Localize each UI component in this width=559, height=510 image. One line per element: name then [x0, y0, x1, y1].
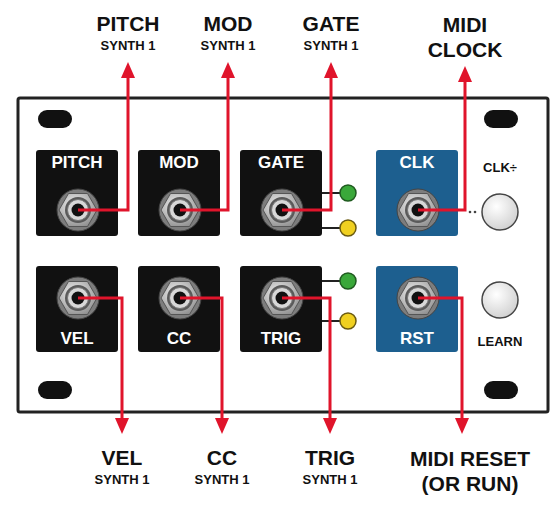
jack-label-box: PITCH [36, 150, 118, 236]
jack-plate [36, 150, 118, 236]
push-button [482, 194, 518, 230]
jack-label-box: CLK [376, 150, 458, 236]
jack-label-box: CC [138, 266, 220, 352]
arrowhead [115, 62, 472, 434]
jack-label: MOD [159, 153, 199, 173]
jack-plate [376, 150, 458, 236]
led-green [340, 273, 356, 289]
mount-slot [484, 381, 518, 399]
button-label: LEARN [478, 334, 523, 350]
output-name: MOD [204, 12, 253, 36]
jack-label: GATE [258, 153, 304, 173]
mount-slot [38, 110, 72, 128]
output-name: TRIG [305, 446, 355, 470]
jack-label-box: TRIG [240, 266, 322, 352]
jack-label-box: VEL [36, 266, 118, 352]
led-green [340, 185, 356, 201]
synth-name: SYNTH 1 [195, 472, 250, 488]
push-button [482, 282, 518, 318]
synth-name: SYNTH 1 [201, 38, 256, 54]
jack-plate [240, 150, 322, 236]
output-name: VEL [102, 446, 143, 470]
mount-slot [38, 381, 72, 399]
dots [469, 211, 477, 214]
led-yellow [340, 220, 356, 236]
output-name: GATE [303, 12, 360, 36]
synth-name: SYNTH 1 [303, 472, 358, 488]
jack-label-box: GATE [240, 150, 322, 236]
jack-plate [376, 266, 458, 352]
mount-slot [484, 110, 518, 128]
output-name: MIDI RESET (OR RUN) [395, 446, 545, 496]
jack-label: RST [400, 329, 434, 349]
jack-label: PITCH [52, 153, 103, 173]
jack-label-box: RST [376, 266, 458, 352]
jack-label: VEL [60, 329, 93, 349]
jack-label: TRIG [261, 329, 302, 349]
synth-name: SYNTH 1 [101, 38, 156, 54]
button-label: CLK÷ [483, 160, 517, 176]
signal-arrow [78, 76, 465, 420]
synth-name: SYNTH 1 [304, 38, 359, 54]
panel [18, 98, 548, 412]
jack-plate [138, 266, 220, 352]
output-name: MIDI CLOCK [415, 12, 515, 62]
jack-plate [240, 266, 322, 352]
jack-label: CLK [400, 153, 435, 173]
jack-plate [36, 266, 118, 352]
jack-label-box: MOD [138, 150, 220, 236]
synth-name: SYNTH 1 [95, 472, 150, 488]
output-name: CC [207, 446, 237, 470]
led-yellow [340, 313, 356, 329]
jack-label: CC [167, 329, 192, 349]
output-name: PITCH [97, 12, 160, 36]
jack-plate [138, 150, 220, 236]
